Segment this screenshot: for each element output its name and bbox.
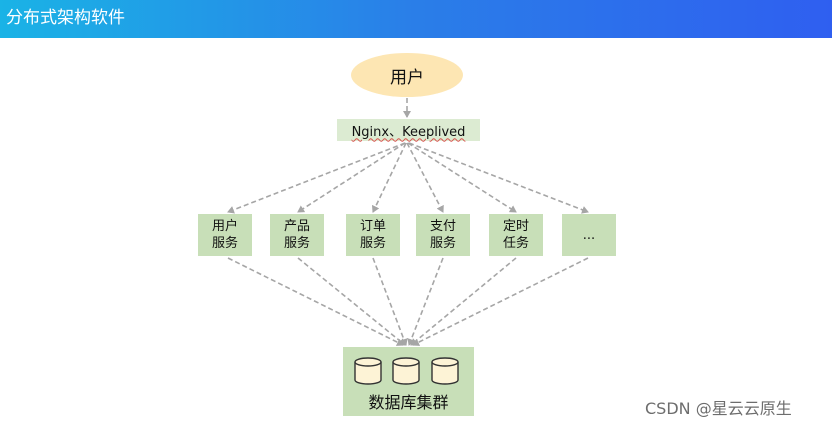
database-cylinder-icon: [392, 357, 420, 385]
service-node-product: 产品 服务: [270, 214, 324, 256]
edge-lb-service-2: [297, 142, 406, 213]
service-label: 定时 任务: [502, 219, 529, 251]
service-node-payment: 支付 服务: [416, 214, 470, 256]
user-node: 用户: [351, 53, 463, 97]
edge-lb-service-5: [407, 142, 517, 213]
page-title: 分布式架构软件: [6, 8, 125, 28]
service-node-order: 订单 服务: [346, 214, 400, 256]
service-label: 订单 服务: [359, 219, 386, 251]
database-cylinder-icon: [354, 357, 382, 385]
load-balancer-node: Nginx、Keeplived: [337, 119, 480, 141]
edge-service-6-db: [412, 257, 589, 346]
service-node-scheduled-task: 定时 任务: [489, 214, 543, 256]
watermark: CSDN @星云云原生: [645, 399, 792, 418]
service-label: 产品 服务: [283, 219, 310, 251]
database-label: 数据库集群: [368, 393, 449, 412]
service-label: 用户 服务: [211, 219, 238, 251]
load-balancer-label: Nginx、Keeplived: [351, 124, 466, 140]
service-label: ...: [582, 227, 596, 243]
service-label: 支付 服务: [429, 219, 456, 251]
edge-service-5-db: [410, 257, 517, 346]
edge-service-1-db: [227, 257, 404, 346]
database-cluster-node: 数据库集群: [343, 347, 474, 416]
service-node-user: 用户 服务: [198, 214, 252, 256]
edge-service-2-db: [297, 257, 406, 346]
title-bar: 分布式架构软件: [0, 0, 832, 38]
edge-lb-service-3: [371, 142, 407, 213]
service-node-more: ...: [562, 214, 616, 256]
database-cylinder-icon: [431, 357, 459, 385]
edge-lb-service-4: [406, 142, 444, 213]
edge-service-3-db: [372, 257, 408, 346]
user-label: 用户: [390, 67, 424, 88]
